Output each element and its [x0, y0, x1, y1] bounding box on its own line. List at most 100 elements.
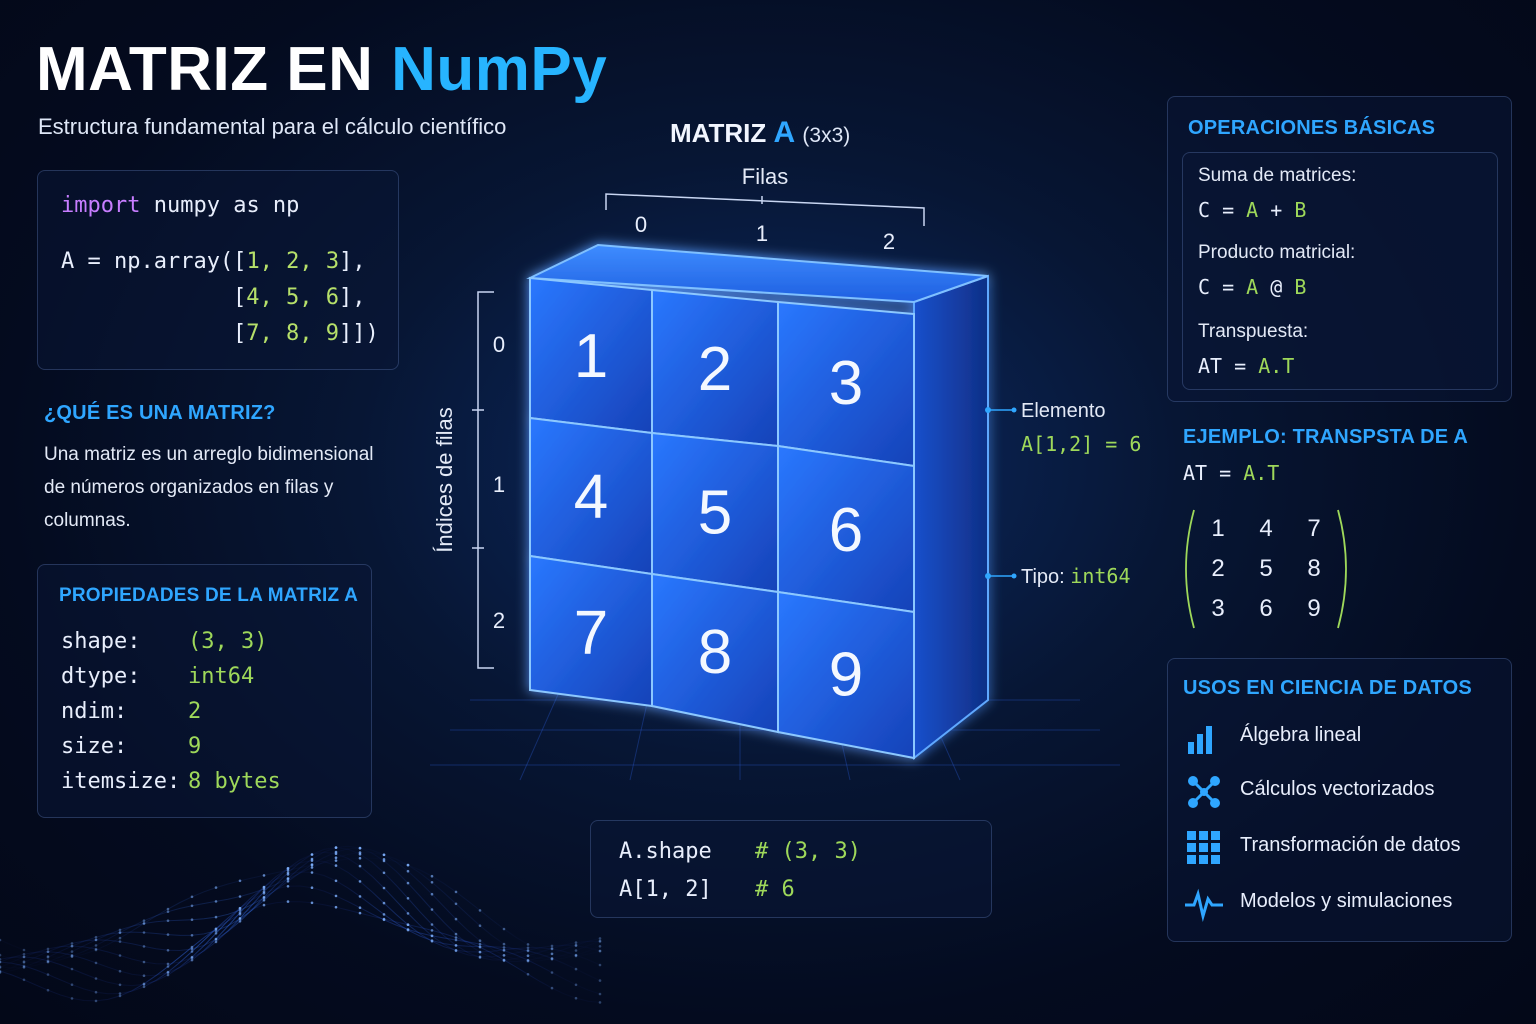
wave-dot — [166, 965, 170, 968]
wave-dot — [262, 874, 266, 877]
wave-dot — [358, 846, 362, 850]
wave-dot — [358, 911, 362, 915]
wave-dot — [454, 944, 458, 947]
operations-title: OPERACIONES BÁSICAS — [1188, 117, 1436, 139]
wave-dot — [238, 879, 242, 883]
code-text: ], — [338, 285, 366, 310]
property-key: ndim: — [61, 699, 128, 724]
wave-dot — [478, 945, 482, 949]
code-numbers: 4, 5, 6 — [246, 285, 339, 310]
wave-dot — [46, 988, 50, 992]
wave-dot — [574, 967, 578, 971]
matrix-title-prefix: MATRIZ — [670, 118, 774, 148]
wave-dot — [454, 932, 458, 936]
wave-dot — [118, 931, 122, 934]
wave-dot — [94, 938, 98, 942]
wave-dot — [70, 944, 74, 948]
title-prefix: MATRIZ EN — [36, 35, 392, 104]
wave-dot — [70, 997, 74, 1000]
property-row: ndim: 2 — [61, 699, 201, 724]
matrix-cell-value: 6 — [829, 496, 863, 565]
matrix-title-letter: A — [773, 116, 796, 149]
wave-dot — [0, 953, 2, 957]
wave-dot — [406, 897, 410, 900]
wave-mesh-decoration — [0, 845, 602, 1004]
wave-dot — [574, 949, 578, 952]
wave-dot — [358, 864, 362, 868]
shape-code-panel: A.shape # (3, 3) A[1, 2] # 6 — [590, 820, 992, 918]
wave-dot — [430, 929, 434, 932]
wave-dot — [22, 955, 26, 959]
wave-dot — [214, 932, 218, 935]
wave-dot — [550, 971, 554, 974]
wave-dot — [526, 954, 530, 957]
wave-dot — [262, 898, 266, 902]
column-index: 2 — [883, 229, 895, 254]
wave-dot — [406, 912, 410, 915]
wave-dot — [478, 924, 482, 927]
use-label: Cálculos vectorizados — [1240, 778, 1435, 800]
cube-top — [526, 243, 989, 304]
wave-dot — [238, 917, 242, 920]
transpose-lhs: AT — [1183, 461, 1208, 485]
page-title: MATRIZ EN NumPy — [36, 34, 607, 105]
wave-dot — [118, 928, 122, 932]
wave-dot — [406, 869, 410, 873]
transpose-value: 1 — [1211, 515, 1224, 542]
transpose-value: 4 — [1259, 515, 1272, 542]
wave-dot — [70, 955, 74, 958]
wave-dot — [574, 954, 578, 958]
wave-dot — [478, 955, 482, 959]
property-value: 9 — [188, 734, 202, 759]
wave-dot — [358, 852, 362, 856]
wave-dot — [430, 874, 434, 878]
wave-dot — [526, 946, 530, 950]
wave-line — [0, 901, 601, 1003]
callout-type-value: int64 — [1070, 564, 1130, 588]
wave-dot — [94, 947, 98, 951]
wave-dot — [310, 859, 314, 862]
wave-dot — [190, 947, 194, 951]
wave-dot — [22, 952, 26, 956]
wave-dot — [0, 971, 2, 974]
matrix-cell-value: 7 — [574, 599, 608, 668]
wave-dot — [286, 885, 290, 888]
wave-dot — [334, 864, 338, 867]
property-value: 2 — [188, 699, 202, 724]
property-row: itemsize:8 bytes — [61, 769, 281, 794]
wave-dot — [70, 942, 74, 945]
code-line-array-3: [7, 8, 9]]) — [233, 321, 379, 346]
wave-dot — [46, 960, 50, 964]
wave-dot — [118, 931, 122, 934]
wave-dot — [406, 928, 410, 931]
wave-dot — [118, 992, 122, 995]
wave-dot — [334, 859, 338, 862]
shape-comment: # (3, 3) — [755, 839, 861, 864]
row-bracket — [477, 291, 494, 669]
wave-line — [0, 847, 601, 973]
wave-dot — [430, 923, 434, 926]
wave-dot — [142, 922, 146, 925]
property-key: shape: — [61, 629, 141, 654]
wave-dot — [70, 983, 74, 986]
wave-dot — [166, 949, 170, 952]
wave-dot — [478, 942, 482, 946]
wave-dot — [382, 859, 386, 863]
wave-dot — [94, 961, 98, 965]
wave-dot — [454, 938, 458, 942]
property-row: size:9 — [61, 734, 201, 759]
wave-dot — [118, 994, 122, 998]
wave-dot — [598, 979, 602, 982]
transpose-title: EJEMPLO: TRANSPSTA DE A — [1183, 426, 1468, 448]
wave-dot — [310, 886, 314, 889]
wave-dot — [286, 877, 290, 880]
wave-dot — [94, 948, 98, 952]
wave-line — [0, 871, 601, 987]
wave-dot — [190, 895, 194, 899]
op-operator: @ — [1258, 275, 1295, 299]
wave-dot — [0, 966, 2, 969]
property-row: shape:(3, 3) — [61, 629, 267, 654]
callout-type-label: Tipo: — [1021, 566, 1070, 588]
wave-dot — [310, 871, 314, 874]
code-line-array-1: A = np.array([1, 2, 3], — [61, 249, 366, 274]
